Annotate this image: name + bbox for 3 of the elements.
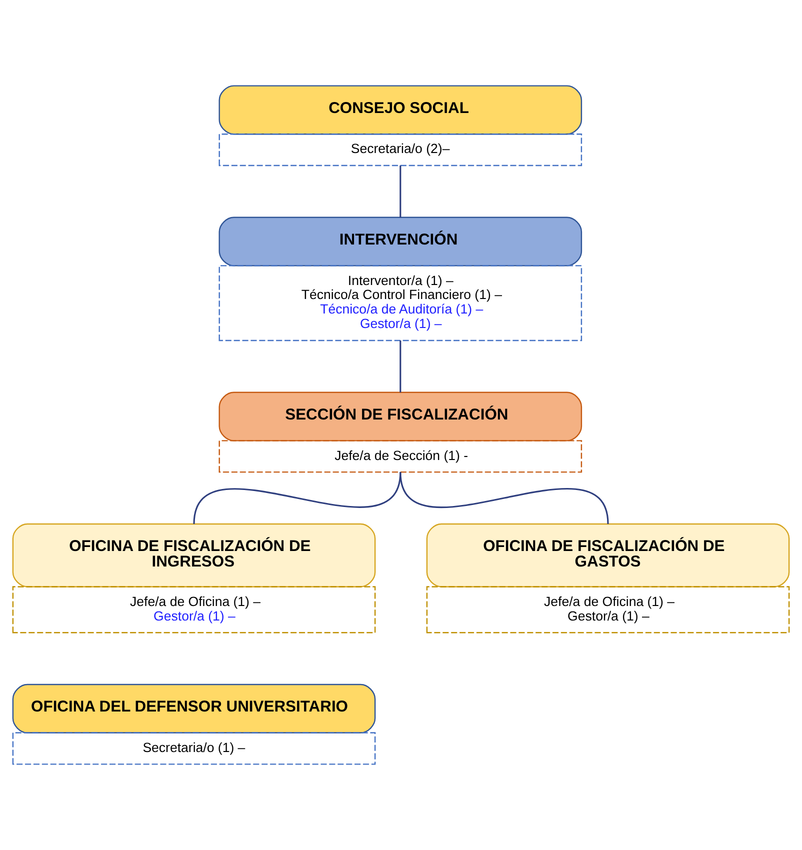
connector (400, 472, 609, 524)
connector (400, 340, 402, 392)
connector (400, 166, 402, 218)
